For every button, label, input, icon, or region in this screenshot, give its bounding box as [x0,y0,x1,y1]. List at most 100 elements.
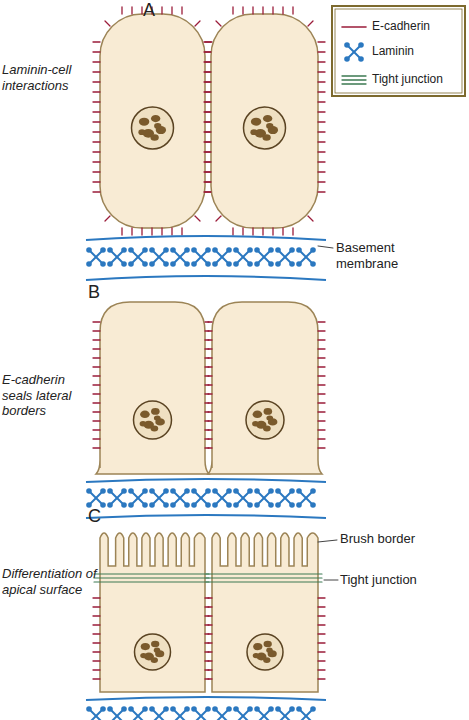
laminin-globule [100,261,106,267]
chromatin [151,657,158,663]
laminin-globule [233,502,239,508]
e-cadherin-mark [93,438,100,439]
laminin-globule [212,488,218,494]
laminin-globule [268,247,274,253]
part-label: Tight junction [340,572,460,588]
chromatin [263,426,271,432]
e-cadherin-mark [93,402,100,403]
legend-label: Tight junction [372,72,464,86]
epithelial-cell [96,302,209,474]
e-cadherin-mark [93,141,100,142]
e-cadherin-mark [318,41,325,42]
e-cadherin-mark [181,7,182,14]
laminin-globule [163,261,169,267]
laminin-globule [268,502,274,508]
laminin-arm [299,491,313,505]
e-cadherin-mark [205,141,212,142]
laminin-arm [131,250,145,264]
laminin-globule [107,488,113,494]
e-cadherin-mark [181,228,182,235]
laminin-globule [275,706,281,712]
chromatin [266,415,273,420]
e-cadherin-mark [171,7,172,14]
e-cadherin-mark [318,633,325,634]
chromatin [154,648,161,653]
laminin-globule [184,261,190,267]
e-cadherin-mark [318,393,325,394]
e-cadherin-mark [141,228,142,235]
e-cadherin-mark [93,384,100,385]
e-cadherin-mark [195,216,200,221]
laminin-globule [184,247,190,253]
e-cadherin-mark [272,7,273,14]
laminin-arm [173,491,187,505]
laminin-globule [142,502,148,508]
chromatin [141,643,150,650]
e-cadherin-mark [205,71,212,72]
e-cadherin-mark [93,111,100,112]
e-cadherin-mark [93,447,100,448]
e-cadherin-mark [205,151,212,152]
laminin-symbol [233,488,253,508]
e-cadherin-mark [204,101,211,102]
laminin-globule [268,261,274,267]
nucleus [244,107,286,149]
e-cadherin-mark [93,191,100,192]
e-cadherin-mark [93,101,100,102]
chromatin [263,657,270,663]
laminin-globule [344,56,350,62]
e-cadherin-mark [93,642,100,643]
chromatin [264,641,272,648]
laminin-globule [289,502,295,508]
e-cadherin-mark [252,228,253,235]
laminin-symbol [212,247,232,267]
e-cadherin-mark [318,597,325,598]
basement-membrane-line [86,236,326,240]
laminin-globule [254,706,260,712]
laminin-globule [233,488,239,494]
laminin-symbol [191,488,211,508]
e-cadherin-mark [318,91,325,92]
e-cadherin-mark [318,651,325,652]
laminin-symbol [128,706,148,720]
e-cadherin-mark [93,420,100,421]
epithelial-cell [208,302,322,474]
e-cadherin-mark [204,171,211,172]
laminin-globule [296,502,302,508]
chromatin [154,123,161,129]
e-cadherin-mark [318,161,325,162]
laminin-globule [184,502,190,508]
laminin-globule [170,488,176,494]
chromatin [251,118,261,126]
leader-line [324,580,338,581]
e-cadherin-mark [208,438,212,439]
laminin-globule [149,706,155,712]
laminin-globule [254,488,260,494]
panel-letter: C [88,506,112,528]
e-cadherin-mark [208,357,212,358]
laminin-arm [173,250,187,264]
chromatin [151,426,159,432]
e-cadherin-mark [93,121,100,122]
chromatin [139,118,149,126]
chromatin [151,408,160,415]
e-cadherin-mark [318,171,325,172]
e-cadherin-mark [318,339,325,340]
laminin-symbol [107,706,127,720]
laminin-globule [142,261,148,267]
nucleus [132,107,174,149]
laminin-symbol [149,706,169,720]
laminin-symbol [296,247,316,267]
e-cadherin-mark [93,321,100,322]
laminin-arm [89,491,103,505]
laminin-globule [289,261,295,267]
e-cadherin-mark [161,7,162,14]
e-cadherin-mark [93,597,100,598]
e-cadherin-mark [93,41,100,42]
e-cadherin-mark [318,141,325,142]
laminin-globule [184,706,190,712]
e-cadherin-mark [93,393,100,394]
laminin-globule [170,706,176,712]
laminin-globule [247,502,253,508]
e-cadherin-mark [131,228,132,235]
